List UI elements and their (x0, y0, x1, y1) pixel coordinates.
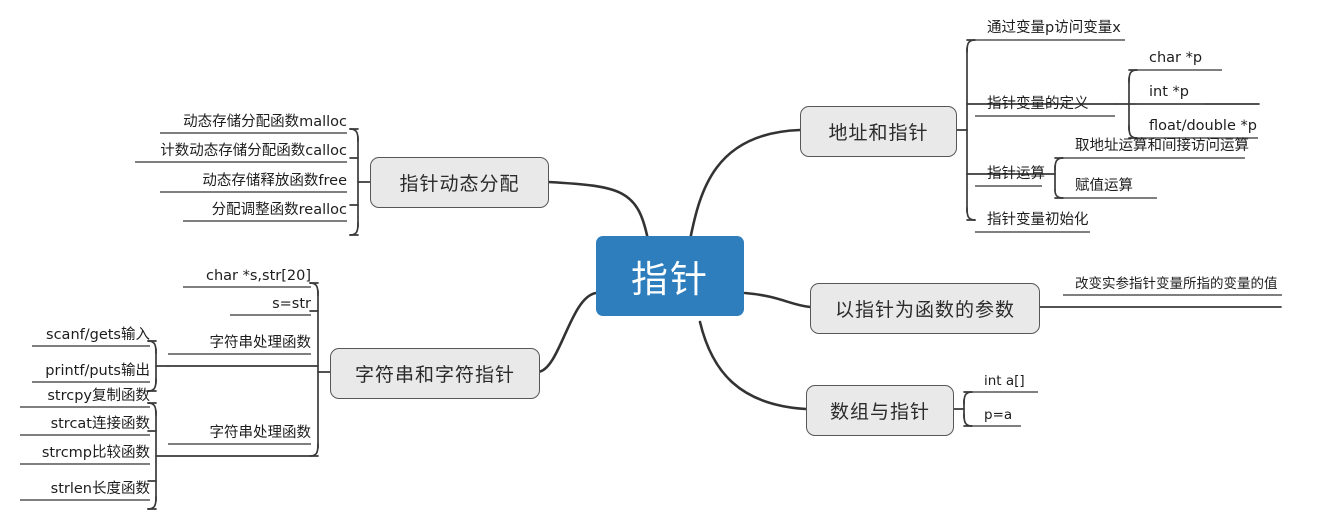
leaf-access-x-via-p[interactable]: 通过变量p访问变量x (987, 20, 1121, 36)
leaf-scanf-gets-input[interactable]: scanf/gets输入 (46, 327, 150, 343)
leaf-address-and-indirect-access-ops[interactable]: 取地址运算和间接访问运算 (1075, 138, 1249, 154)
leaf-char-pointer[interactable]: char *p (1149, 50, 1203, 66)
branch-node-string-and-char-pointer[interactable]: 字符串和字符指针 (330, 348, 540, 399)
branch-node-array-and-pointer[interactable]: 数组与指针 (806, 385, 954, 436)
leaf-strcpy[interactable]: strcpy复制函数 (47, 388, 150, 404)
leaf-int-pointer[interactable]: int *p (1149, 84, 1189, 100)
leaf-strcat[interactable]: strcat连接函数 (50, 416, 150, 432)
leaf-realloc[interactable]: 分配调整函数realloc (211, 202, 347, 218)
branch-label: 指针动态分配 (399, 173, 520, 195)
leaf-malloc[interactable]: 动态存储分配函数malloc (183, 114, 347, 130)
leaf-pointer-variable-definition[interactable]: 指针变量的定义 (987, 96, 1089, 112)
leaf-int-array[interactable]: int a[] (984, 373, 1025, 389)
branch-node-pointer-as-function-parameter[interactable]: 以指针为函数的参数 (810, 283, 1040, 334)
leaf-strcmp[interactable]: strcmp比较函数 (41, 445, 150, 461)
leaf-float-double-pointer[interactable]: float/double *p (1149, 118, 1257, 134)
leaf-printf-puts-output[interactable]: printf/puts输出 (45, 363, 150, 379)
leaf-char-s-str20[interactable]: char *s,str[20] (206, 268, 311, 284)
branch-label: 以指针为函数的参数 (834, 299, 1015, 321)
leaf-assignment-op[interactable]: 赋值运算 (1075, 178, 1133, 194)
branch-label: 数组与指针 (829, 401, 930, 423)
branch-node-pointer-dynamic-allocation[interactable]: 指针动态分配 (370, 157, 549, 208)
branch-node-address-and-pointer[interactable]: 地址和指针 (800, 106, 957, 157)
leaf-change-value-pointed-by-actual-arg[interactable]: 改变实参指针变量所指的变量的值 (1075, 276, 1278, 292)
leaf-string-handling-functions-io[interactable]: 字符串处理函数 (209, 335, 312, 351)
leaf-string-handling-functions-ops[interactable]: 字符串处理函数 (209, 425, 312, 441)
leaf-p-equals-a[interactable]: p=a (984, 407, 1013, 423)
leaf-s-equals-str[interactable]: s=str (272, 296, 311, 312)
leaf-free[interactable]: 动态存储释放函数free (202, 173, 347, 189)
branch-label: 字符串和字符指针 (354, 364, 515, 386)
leaf-strlen[interactable]: strlen长度函数 (50, 481, 150, 497)
root-node[interactable]: 指针 (596, 236, 744, 316)
leaf-pointer-variable-initialization[interactable]: 指针变量初始化 (987, 212, 1089, 228)
root-node-label: 指针 (631, 258, 709, 301)
leaf-pointer-arithmetic[interactable]: 指针运算 (987, 166, 1045, 182)
leaf-calloc[interactable]: 计数动态存储分配函数calloc (160, 143, 347, 159)
branch-label: 地址和指针 (828, 122, 929, 144)
